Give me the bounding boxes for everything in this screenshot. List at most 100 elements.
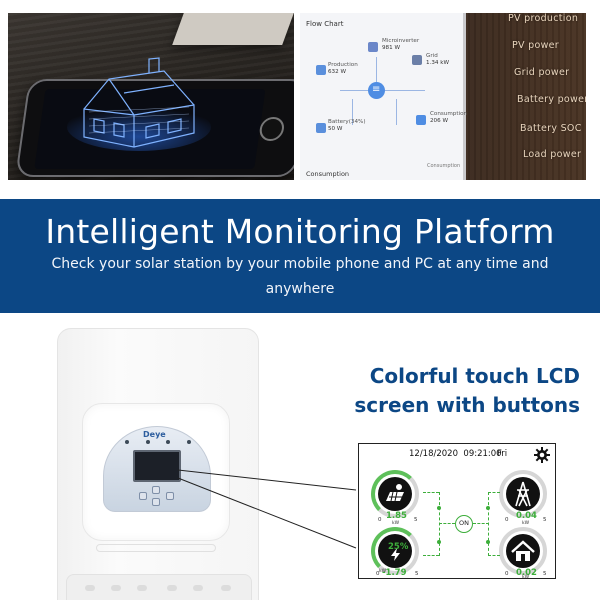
consumption-legend: Consumption bbox=[427, 163, 461, 169]
notebook bbox=[172, 13, 294, 45]
lcd-detail-panel: 12/18/2020 09:21:00 Fri 1.85 kW 0 5 bbox=[358, 443, 556, 580]
lcd-date: 12/18/2020 bbox=[409, 449, 458, 459]
grid-scale-min: 0 bbox=[505, 517, 509, 523]
inverter-terminal-cover bbox=[66, 574, 252, 600]
led-icon bbox=[145, 440, 150, 444]
battery-unit: kW bbox=[379, 569, 387, 574]
phone-hologram-photo bbox=[8, 13, 294, 180]
microinverter-label: Microinverter bbox=[382, 38, 420, 44]
inverter-button-up[interactable] bbox=[152, 486, 160, 494]
flow-dot bbox=[437, 506, 441, 510]
inverter-slot bbox=[96, 544, 216, 552]
production-label: Production bbox=[328, 62, 358, 68]
banner-title: Intelligent Monitoring Platform bbox=[45, 212, 555, 251]
consumption-value: 206 W bbox=[430, 118, 448, 124]
load-gauge bbox=[499, 527, 547, 575]
battery-icon bbox=[378, 534, 412, 568]
flow-dot bbox=[486, 540, 490, 544]
solar-panel-icon bbox=[316, 65, 326, 75]
microinverter-icon bbox=[368, 42, 378, 52]
inverter-button-enter[interactable] bbox=[166, 492, 174, 500]
app-title: Flow Chart bbox=[306, 20, 344, 28]
led-icon bbox=[186, 440, 191, 444]
app-flowchart-photo: Flow Chart Production 632 W Microinverte… bbox=[300, 13, 586, 180]
battery-label: Battery(34%) bbox=[328, 119, 366, 125]
load-scale-max: 5 bbox=[543, 571, 547, 577]
battery-scale-max: 5 bbox=[415, 571, 419, 577]
flow-hub-icon bbox=[368, 82, 385, 99]
microinverter-value: 981 W bbox=[382, 45, 400, 51]
hologram-house-icon bbox=[67, 57, 211, 151]
grid-node: Grid 1.34 kW bbox=[426, 53, 449, 67]
grid-power-value: 0.04 bbox=[516, 511, 537, 521]
metric-label: Battery SOC bbox=[520, 123, 582, 134]
battery-value: 50 W bbox=[328, 126, 343, 132]
lcd-datetime: 12/18/2020 09:21:00 bbox=[409, 449, 502, 459]
flow-line bbox=[473, 523, 489, 524]
load-unit: kW bbox=[522, 575, 530, 580]
battery-gauge bbox=[371, 527, 419, 575]
consumption-label: Consumption bbox=[430, 111, 468, 117]
lcd-day: Fri bbox=[497, 449, 508, 459]
inverter-button-down[interactable] bbox=[152, 498, 160, 506]
grid-unit: kW bbox=[522, 521, 530, 526]
flow-line bbox=[488, 492, 500, 493]
home-icon bbox=[416, 115, 426, 125]
banner-subtitle-line2: anywhere bbox=[265, 281, 335, 297]
power-tower-icon bbox=[506, 477, 540, 511]
microinverter-node: Microinverter 981 W bbox=[382, 38, 419, 52]
metric-label: PV production bbox=[508, 13, 579, 24]
settings-gear-icon[interactable] bbox=[534, 447, 550, 463]
load-scale-min: 0 bbox=[505, 571, 509, 577]
app-screen: Flow Chart Production 632 W Microinverte… bbox=[300, 13, 467, 180]
inverter-lcd-screen[interactable] bbox=[133, 450, 181, 482]
grid-label: Grid bbox=[426, 53, 438, 59]
callout-line1: Colorful touch LCD bbox=[369, 364, 580, 388]
lcd-time: 09:21:00 bbox=[463, 449, 502, 459]
home-button-icon bbox=[258, 117, 286, 141]
grid-scale-max: 5 bbox=[543, 517, 547, 523]
flow-line bbox=[423, 492, 439, 493]
feature-callout: Colorful touch LCD screen with buttons bbox=[340, 362, 580, 420]
status-leds bbox=[125, 440, 191, 445]
metric-labels: PV production PV power Grid power Batter… bbox=[486, 13, 586, 180]
battery-node: Battery(34%) 50 W bbox=[328, 119, 366, 133]
flow-line bbox=[385, 90, 425, 91]
production-node: Production 632 W bbox=[328, 62, 358, 76]
grid-gauge bbox=[499, 470, 547, 518]
pv-unit: kW bbox=[392, 521, 400, 526]
flow-line bbox=[423, 555, 439, 556]
banner-subtitle-line1: Check your solar station by your mobile … bbox=[51, 256, 549, 272]
grid-value: 1.34 kW bbox=[426, 60, 450, 66]
battery-power-value: -1.79 bbox=[382, 568, 407, 578]
callout-line2: screen with buttons bbox=[354, 393, 580, 417]
load-power-value: 0.02 bbox=[516, 568, 537, 578]
production-value: 632 W bbox=[328, 69, 346, 75]
flow-line bbox=[376, 57, 377, 82]
flow-line bbox=[439, 492, 440, 556]
pv-scale-max: 5 bbox=[414, 517, 418, 523]
metric-label: PV power bbox=[512, 40, 560, 51]
system-status-badge: ON bbox=[455, 515, 473, 533]
flow-line bbox=[352, 99, 353, 125]
inverter-button-left[interactable] bbox=[139, 492, 147, 500]
brand-logo: Deye bbox=[143, 430, 166, 439]
battery-scale-min: 0 bbox=[376, 571, 380, 577]
solar-panel-icon bbox=[378, 477, 412, 511]
home-load-icon bbox=[506, 534, 540, 568]
pv-scale-min: 0 bbox=[378, 517, 382, 523]
battery-soc-value: 25% bbox=[388, 542, 409, 552]
flow-line bbox=[340, 90, 368, 91]
headline-banner: Intelligent Monitoring Platform Check yo… bbox=[0, 199, 600, 313]
flow-line bbox=[439, 523, 455, 524]
metric-label: Grid power bbox=[514, 67, 570, 78]
led-icon bbox=[166, 440, 171, 444]
pv-gauge bbox=[371, 470, 419, 518]
flow-dot bbox=[437, 540, 441, 544]
consumption-section-title: Consumption bbox=[306, 170, 350, 178]
flow-line bbox=[488, 555, 500, 556]
consumption-node: Consumption 206 W bbox=[430, 111, 467, 125]
battery-icon bbox=[316, 123, 326, 133]
flow-line bbox=[488, 492, 489, 556]
